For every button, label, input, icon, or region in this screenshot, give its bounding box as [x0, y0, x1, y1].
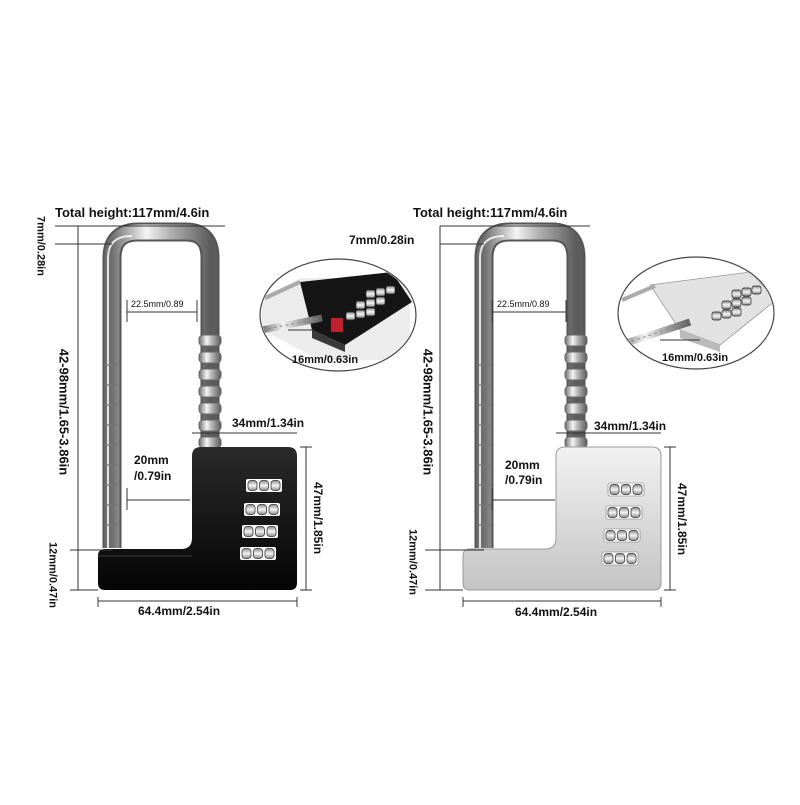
silver-combination-dials [601, 482, 645, 566]
overall-width-label: 64.4mm/2.54in [515, 605, 598, 619]
black-padlock [98, 222, 297, 590]
body-height-label: 47mm/1.85in [675, 482, 689, 556]
shackle-width-label: 22.5mm/0.89 [131, 299, 184, 309]
total-height-label: Total height:117mm/4.6in [413, 205, 568, 220]
shackle-diameter-label: 16mm/0.63in [292, 354, 359, 366]
black-combination-dials [240, 479, 282, 560]
shackle-width-label: 22.5mm/0.89 [497, 299, 550, 309]
shackle-diameter-label: 16mm/0.63in [662, 352, 729, 364]
silver-padlock [462, 222, 662, 591]
black-lock-body [98, 447, 297, 590]
inner-gap-label-1: 20mm [505, 458, 540, 472]
base-height-label: 12mm/0.47in [406, 528, 419, 596]
base-height-label: 12mm/0.47in [46, 541, 59, 609]
total-height-label: Total height:117mm/4.6in [55, 205, 210, 220]
body-height-label: 47mm/1.85in [311, 481, 325, 555]
shackle-range-label: 42-98mm/1.65-3.86in [56, 348, 72, 476]
overall-width-label: 64.4mm/2.54in [138, 604, 221, 618]
silver-lock-dimension-lines [425, 225, 676, 607]
top-gap-label: 7mm/0.28in [349, 233, 415, 247]
body-width-label: 34mm/1.34in [594, 419, 667, 433]
black-lock-dimension-lines [55, 225, 312, 607]
inner-gap-label-2: /0.79in [505, 473, 543, 487]
black-shackle-closeup [259, 258, 417, 372]
inner-gap-label-2: /0.79in [134, 469, 172, 483]
inner-gap-label-1: 20mm [134, 453, 169, 467]
silver-shackle-closeup [617, 256, 775, 370]
shackle-range-label: 42-98mm/1.65-3.86in [420, 348, 436, 476]
top-gap-label: 7mm/0.28in [34, 216, 47, 276]
body-width-label: 34mm/1.34in [232, 416, 305, 430]
